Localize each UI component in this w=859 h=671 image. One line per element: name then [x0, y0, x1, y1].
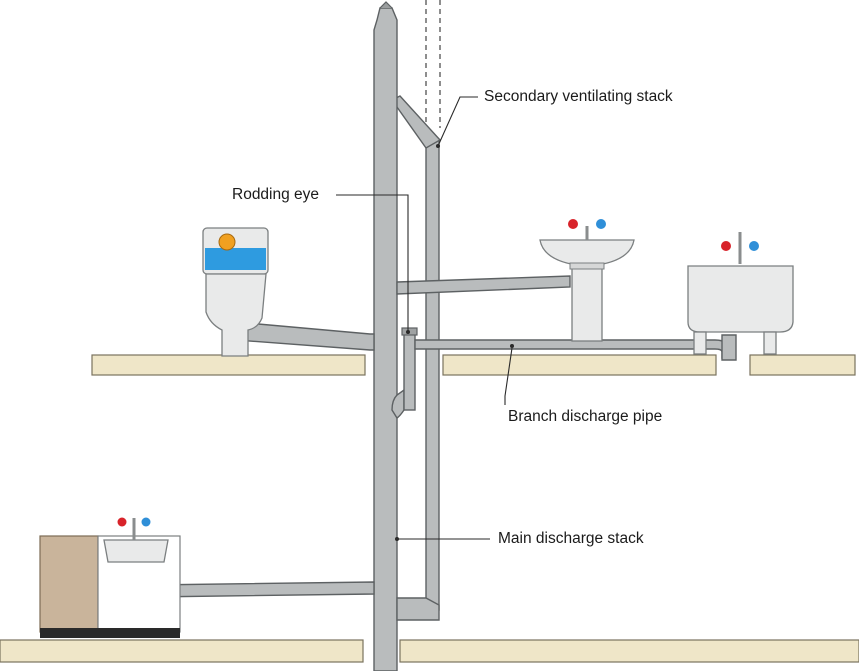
floors — [0, 354, 859, 663]
label-main-discharge-stack: Main discharge stack — [498, 530, 644, 547]
wc-toilet-icon — [202, 227, 269, 357]
secondary-ventilating-stack — [390, 0, 442, 611]
label-branch-discharge-pipe: Branch discharge pipe — [508, 408, 663, 425]
upper-floor-left — [91, 354, 366, 376]
branch-discharge-pipe — [391, 327, 737, 419]
leader-lines — [336, 96, 514, 541]
ground-floor-right — [399, 639, 859, 663]
washbasin-branch-pipe — [396, 275, 571, 295]
upper-floor-right — [749, 354, 856, 376]
label-secondary-ventilating-stack: Secondary ventilating stack — [484, 88, 673, 105]
washbasin-icon — [539, 219, 635, 342]
bath-icon — [687, 232, 794, 355]
main-discharge-stack — [373, 1, 440, 671]
upper-floor-middle — [442, 354, 717, 376]
kitchen-sink-icon — [39, 517, 181, 638]
label-rodding-eye: Rodding eye — [232, 186, 320, 203]
ground-floor-left — [0, 639, 364, 663]
